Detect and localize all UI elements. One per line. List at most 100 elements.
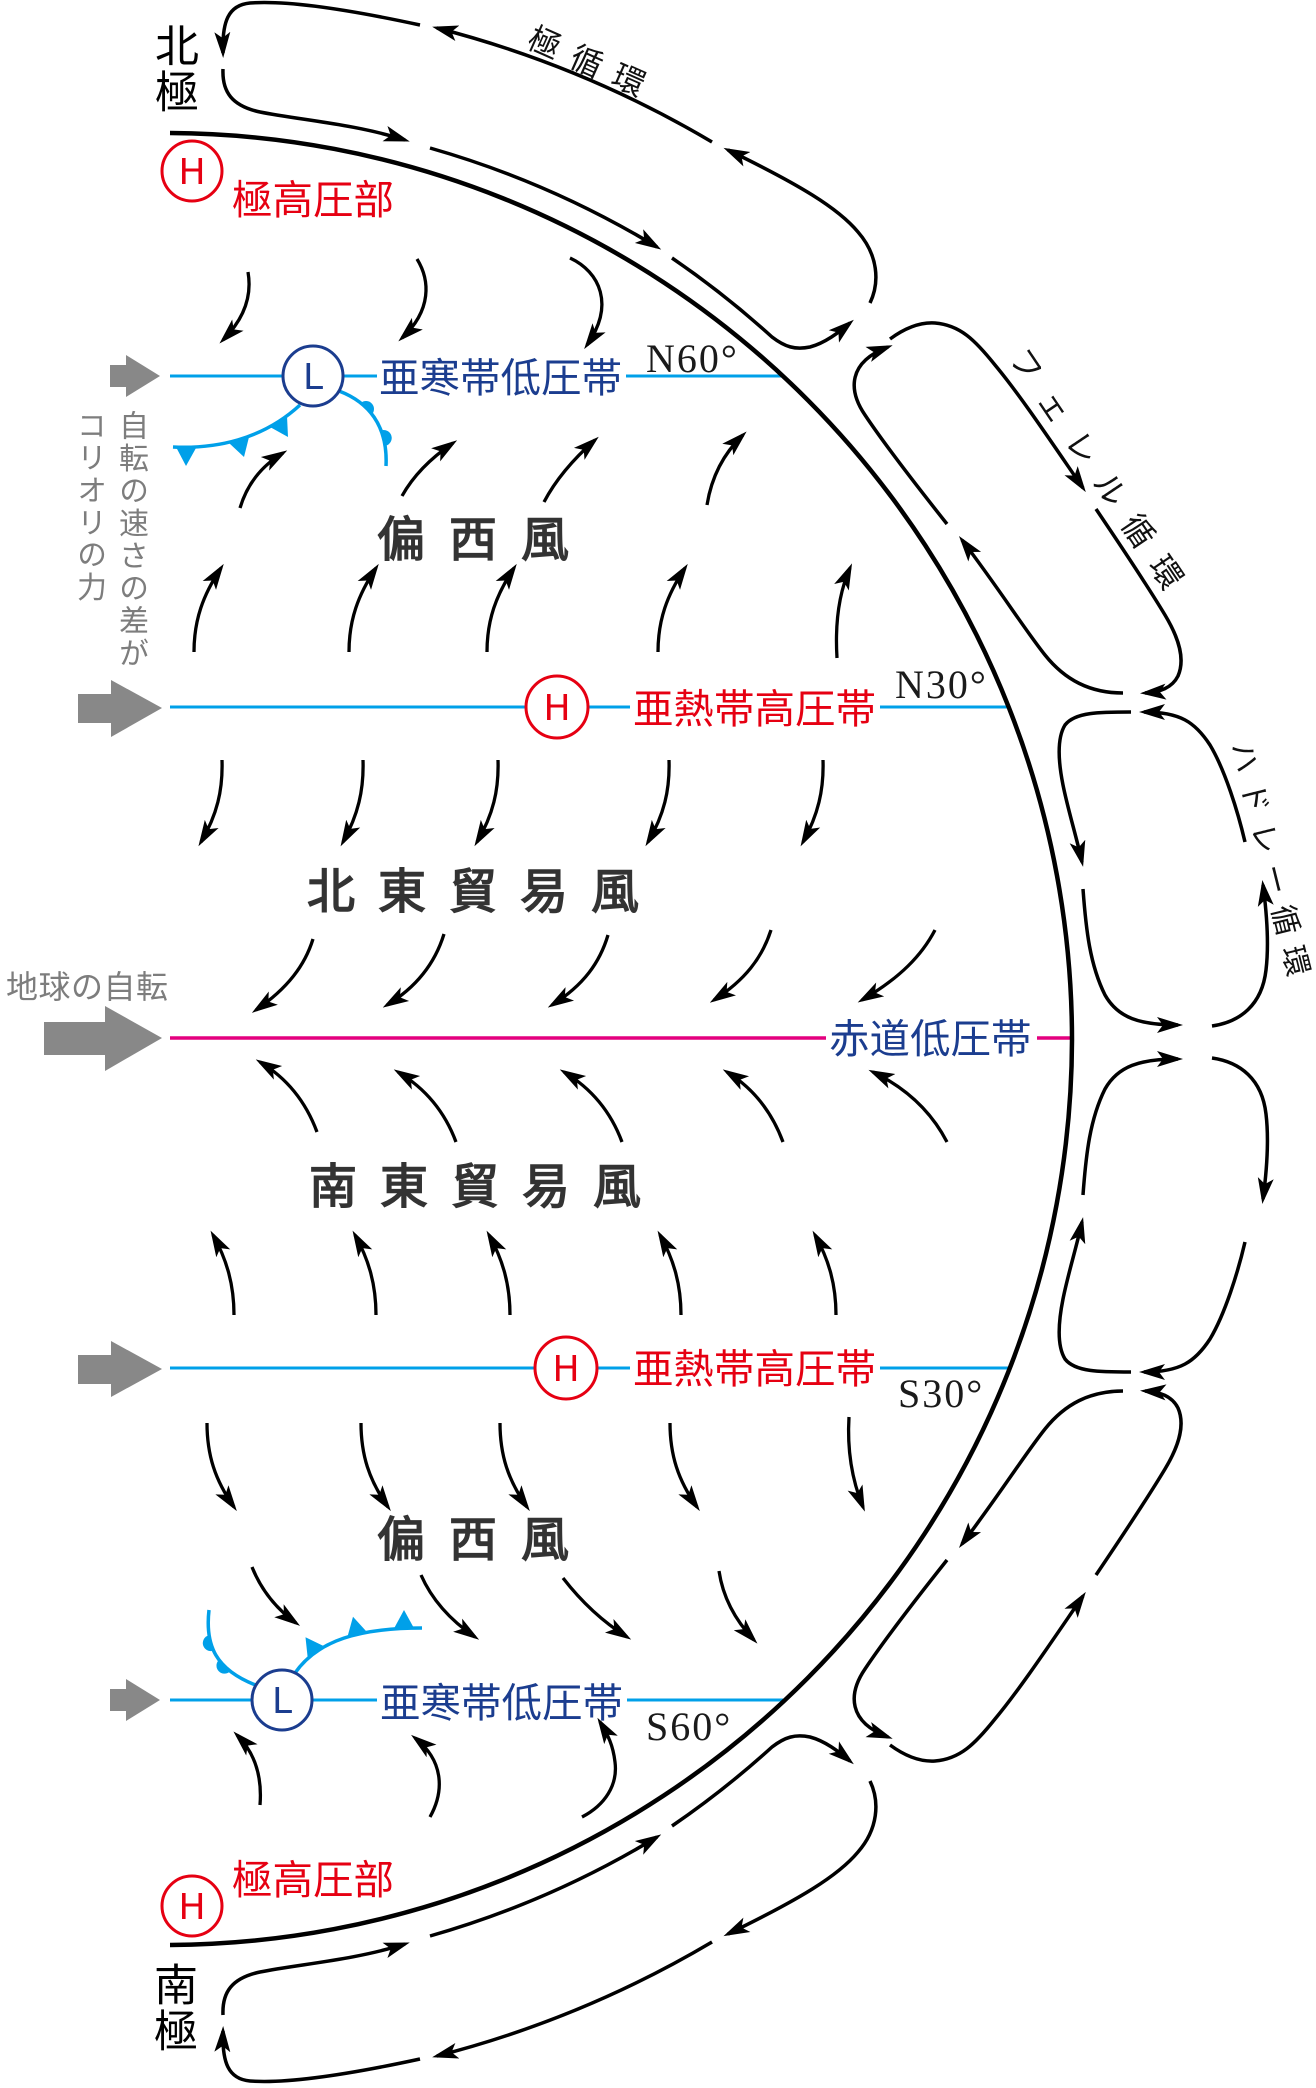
north-westerlies-label: 偏西風 <box>377 512 593 568</box>
wind-arrow <box>498 1422 530 1512</box>
wind-arrow <box>219 271 251 344</box>
ferrel-cell-flow <box>852 345 949 526</box>
wind-arrow <box>411 1734 441 1818</box>
wind-arrow <box>857 929 937 1003</box>
warm-front-semicircle <box>360 401 374 415</box>
hadley-cell <box>1057 704 1274 1033</box>
northeast-trades-label: 北東貿易風 <box>307 864 662 920</box>
rotation-arrow-equator <box>44 1006 162 1071</box>
wind-arrow <box>846 1416 865 1512</box>
polar-cell <box>214 0 878 350</box>
wind-arrow <box>382 933 446 1008</box>
polar-cell-flow <box>671 256 854 350</box>
polar-cell-flow <box>214 0 421 58</box>
hadley-cell-south <box>1057 1051 1274 1380</box>
wind-arrow <box>485 563 517 653</box>
warm-front-semicircle <box>381 429 392 446</box>
south-pole-label: 南極 <box>146 1962 197 2054</box>
cold-front-triangle <box>305 1637 325 1658</box>
polar-cell-flow <box>432 1940 713 2059</box>
polar-cell-flow <box>429 1834 662 1938</box>
ferrel-cell-flow <box>958 536 1124 695</box>
hadley-cell-flow <box>1057 1217 1132 1374</box>
wind-arrow <box>393 1069 458 1143</box>
wind-arrow <box>656 563 688 653</box>
polar-cell-south <box>214 1734 878 2084</box>
south-subpolar-low-label: 亜寒帯低圧帯 <box>380 1679 623 1727</box>
wind-arrow <box>709 929 773 1003</box>
cold-front-triangle <box>176 447 196 466</box>
hadley-cell-flow <box>1081 888 1183 1033</box>
north-subpolar-low-label: 亜寒帯低圧帯 <box>379 354 622 402</box>
southeast-trades-arrows <box>210 1059 949 1316</box>
polar-cell-flow <box>214 2026 421 2084</box>
low-letter: L <box>272 1681 292 1722</box>
wind-arrow <box>359 1422 391 1512</box>
wind-arrow <box>657 1230 683 1316</box>
latitude-label-s30: S30° <box>898 1371 984 1416</box>
polar-cell-flow <box>221 1942 410 2016</box>
wind-arrow <box>340 759 365 847</box>
ferrel-cell <box>852 321 1183 700</box>
coriolis-force-label: コリオリの力 <box>71 410 106 604</box>
north-pole-label: 北極 <box>147 23 198 115</box>
ferrel-cell-flow <box>852 1558 949 1739</box>
cold-front-triangle <box>394 1610 414 1629</box>
ferrel-cell-label: フェレル循環 <box>1001 341 1200 611</box>
wind-arrow <box>474 759 500 847</box>
wind-arrow <box>347 563 379 653</box>
circulation-cells-north <box>214 0 1274 1033</box>
low-letter: L <box>303 357 323 398</box>
wind-arrow <box>398 258 428 342</box>
wind-arrow <box>868 1069 949 1143</box>
polar-easterlies-north <box>219 256 606 350</box>
south-westerlies-label: 偏西風 <box>377 1512 593 1568</box>
wind-arrow <box>547 934 610 1008</box>
hadley-cell-flow <box>1139 1241 1247 1380</box>
latitude-label-n60: N60° <box>646 336 739 381</box>
earth-rotation-arrows <box>44 355 162 1721</box>
polar-cell-label: 極循環 <box>522 19 664 110</box>
wind-arrow <box>705 431 747 506</box>
earth-surface-arc <box>169 130 1075 1948</box>
rotation-arrow-n60 <box>110 355 160 397</box>
hadley-cell-label: ハドレー循環 <box>1223 738 1316 991</box>
warm-front-north <box>338 389 388 467</box>
cold-front-south <box>293 1626 423 1675</box>
subtropical-high-north-symbol: H <box>524 674 590 740</box>
wind-arrow <box>717 1570 758 1644</box>
hadley-cell-flow <box>1139 704 1247 843</box>
equatorial-low-label: 赤道低圧帯 <box>829 1015 1032 1063</box>
ferrel-cell-south <box>852 1384 1183 1763</box>
wind-arrow <box>800 759 825 847</box>
hadley-cell-flow <box>1211 880 1274 1028</box>
latitude-label-n30: N30° <box>895 662 988 707</box>
westerlies-north-arrows <box>192 431 853 659</box>
polar-cell-flow <box>429 146 662 250</box>
earth-rotation-label: 地球の自転 <box>6 968 169 1006</box>
wind-arrow <box>834 563 853 659</box>
wind-arrow <box>255 1059 319 1133</box>
south-polar-high-label: 極高圧部 <box>232 1856 394 1904</box>
circulation-cells-south <box>214 1051 1274 2084</box>
wind-arrow <box>251 938 315 1013</box>
polar-cell-flow <box>723 1780 878 1937</box>
wind-arrow <box>233 1731 263 1806</box>
ferrel-cell-flow <box>1094 1384 1183 1576</box>
wind-arrow <box>569 256 606 350</box>
rotation-arrow-s60 <box>110 1679 160 1721</box>
wind-arrow <box>559 1069 624 1143</box>
wind-arrow <box>352 1230 378 1316</box>
wind-arrow <box>192 563 224 653</box>
polar-cell-flow <box>723 147 878 304</box>
fronts-north <box>172 389 392 467</box>
polar-cell-flow <box>432 25 713 144</box>
northeast-trades-arrows <box>198 759 937 1013</box>
wind-arrow <box>210 1230 236 1316</box>
wind-arrow <box>668 1422 700 1512</box>
cold-front-north <box>172 403 302 450</box>
south-subtropical-high-label: 亜熱帯高圧帯 <box>633 1345 876 1393</box>
cold-front-triangle <box>270 416 288 437</box>
